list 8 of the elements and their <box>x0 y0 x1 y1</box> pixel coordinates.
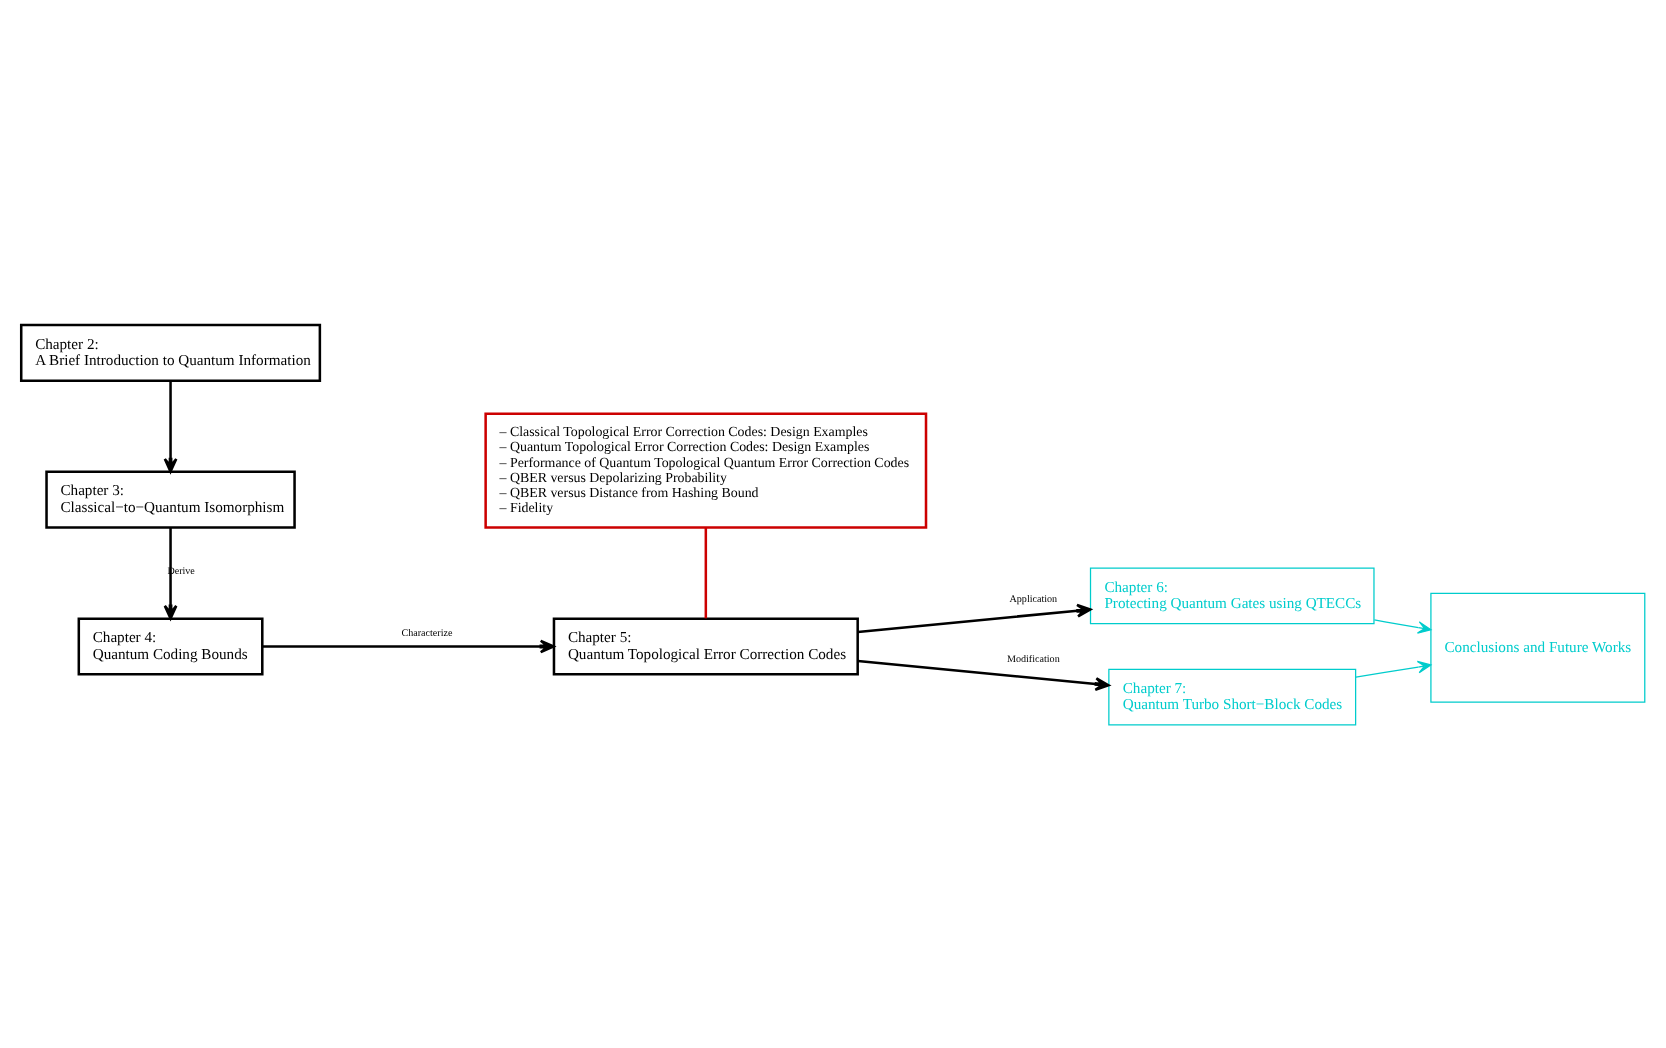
arrow <box>857 658 1110 690</box>
arrow <box>163 526 178 619</box>
arrow <box>857 602 1092 633</box>
arrow <box>262 638 555 653</box>
connector <box>704 526 708 618</box>
arrow <box>1355 659 1432 677</box>
arrow <box>163 380 178 472</box>
arrow <box>1373 618 1432 633</box>
